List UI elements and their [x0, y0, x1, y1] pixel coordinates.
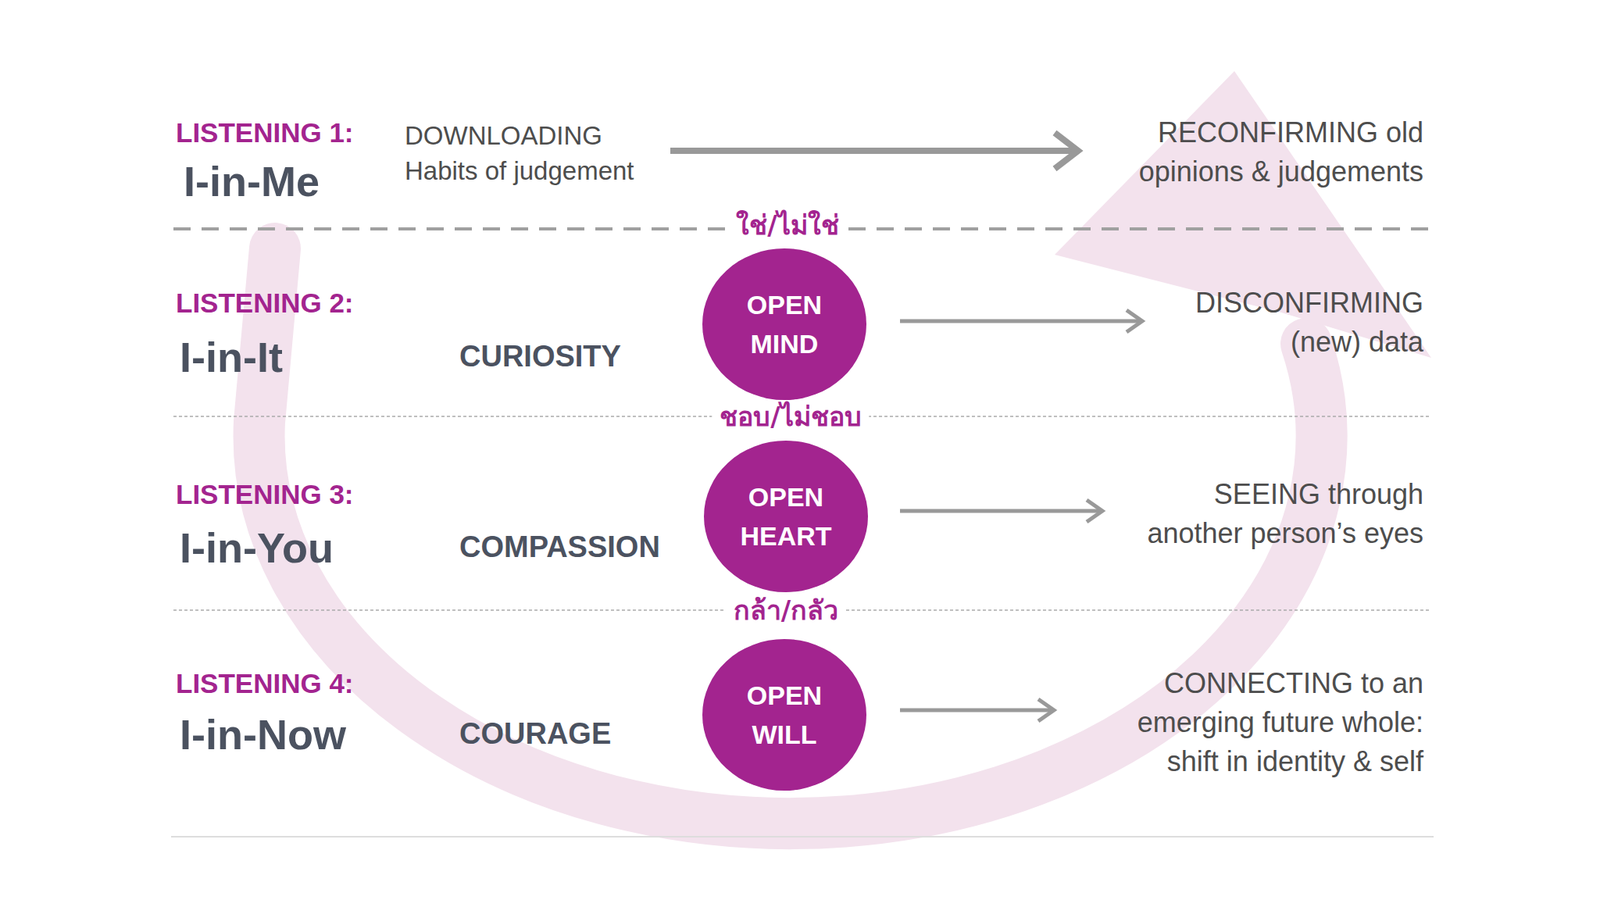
quality-label: COMPASSION	[459, 529, 661, 565]
circle-fill	[702, 248, 867, 400]
arrow-head	[1054, 132, 1079, 169]
circle-fill	[702, 639, 867, 791]
bottom-rule	[171, 835, 1434, 838]
outcome-text: RECONFIRMING old opinions & judgements	[1095, 113, 1424, 192]
outcome-text: DISCONFIRMING (new) data	[1150, 283, 1424, 362]
divider-label: ใช่/ไม่ใช่	[728, 207, 847, 243]
arrow-shaft	[670, 147, 1075, 154]
quality-label: CURIOSITY	[459, 339, 622, 374]
circle-outline	[703, 440, 868, 593]
arrow-head	[1126, 310, 1143, 333]
circle-text: OPEN MIND	[733, 285, 836, 364]
level-name: I-in-Now	[179, 710, 347, 758]
level-label: LISTENING 3:	[175, 478, 354, 511]
circle-node: OPEN MIND	[702, 248, 867, 400]
level-label: LISTENING 4:	[175, 667, 354, 700]
divider-label: กล้า/กลัว	[725, 592, 847, 628]
arrow-head	[1038, 699, 1054, 722]
circle-text: OPEN HEART	[735, 477, 837, 556]
arrow-shaft	[900, 319, 1141, 324]
level-name: I-in-Me	[183, 157, 320, 205]
background-cycle-arrow	[259, 71, 1432, 824]
mode-description: Habits of judgement	[404, 155, 635, 187]
circle-outline	[702, 248, 867, 400]
arrow-shaft	[900, 509, 1101, 514]
circle-text: OPEN WILL	[733, 675, 836, 754]
arrow-shaft	[900, 708, 1053, 713]
level-name: I-in-It	[179, 333, 283, 381]
level-label: LISTENING 1:	[175, 117, 354, 149]
outcome-text: CONNECTING to an emerging future whole: …	[1110, 664, 1424, 782]
level-name: I-in-You	[179, 524, 334, 572]
row-arrows	[670, 132, 1143, 722]
outcome-text: SEEING through another person’s eyes	[1128, 475, 1424, 554]
mode-label: DOWNLOADING	[404, 120, 603, 152]
circle-outline	[702, 639, 867, 791]
arrow-head	[1086, 500, 1103, 522]
circle-node: OPEN WILL	[702, 639, 867, 791]
divider-label: ชอบ/ไม่ชอบ	[711, 399, 869, 434]
circle-fill	[703, 440, 868, 593]
quality-label: COURAGE	[459, 716, 611, 751]
level-label: LISTENING 2:	[175, 287, 354, 319]
circle-node: OPEN HEART	[703, 440, 868, 593]
